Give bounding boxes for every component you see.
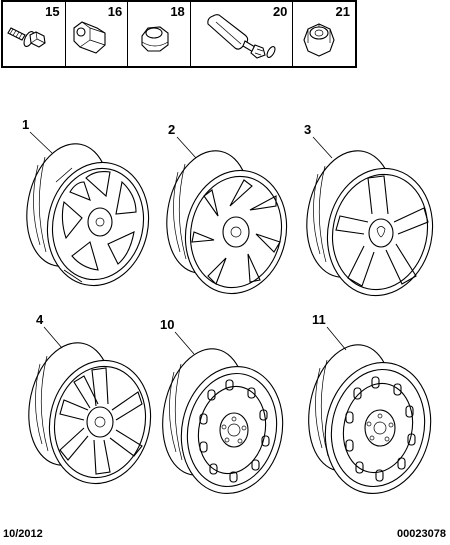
locking-nut-icon — [293, 2, 349, 66]
callout-number: 11 — [312, 312, 326, 327]
part-number: 16 — [107, 4, 123, 19]
part-cell-20[interactable]: 20 — [191, 2, 294, 66]
tyre-valve-icon — [191, 2, 301, 66]
callout-number: 1 — [22, 117, 30, 132]
part-cell-18[interactable]: 18 — [128, 2, 191, 66]
part-number: 15 — [45, 4, 60, 19]
part-cell-15[interactable]: 15 — [3, 2, 66, 66]
part-number: 18 — [170, 4, 185, 19]
diagram-code: 00023078 — [397, 528, 446, 540]
part-number: 20 — [272, 4, 288, 19]
callout-number: 3 — [304, 122, 312, 137]
revision-date: 10/2012 — [3, 528, 43, 540]
wheel-bolt-icon — [3, 2, 59, 66]
anti-theft-bolt-socket-icon — [66, 2, 122, 66]
callout-number: 2 — [168, 122, 176, 137]
callout-number: 4 — [36, 312, 44, 327]
wheel-nut-cap-icon — [128, 2, 184, 66]
hardware-parts-strip: 15 16 18 — [1, 0, 357, 68]
callout-number: 10 — [160, 317, 175, 332]
part-number: 21 — [335, 4, 350, 19]
part-cell-16[interactable]: 16 — [66, 2, 129, 66]
part-cell-21[interactable]: 21 — [293, 2, 355, 66]
